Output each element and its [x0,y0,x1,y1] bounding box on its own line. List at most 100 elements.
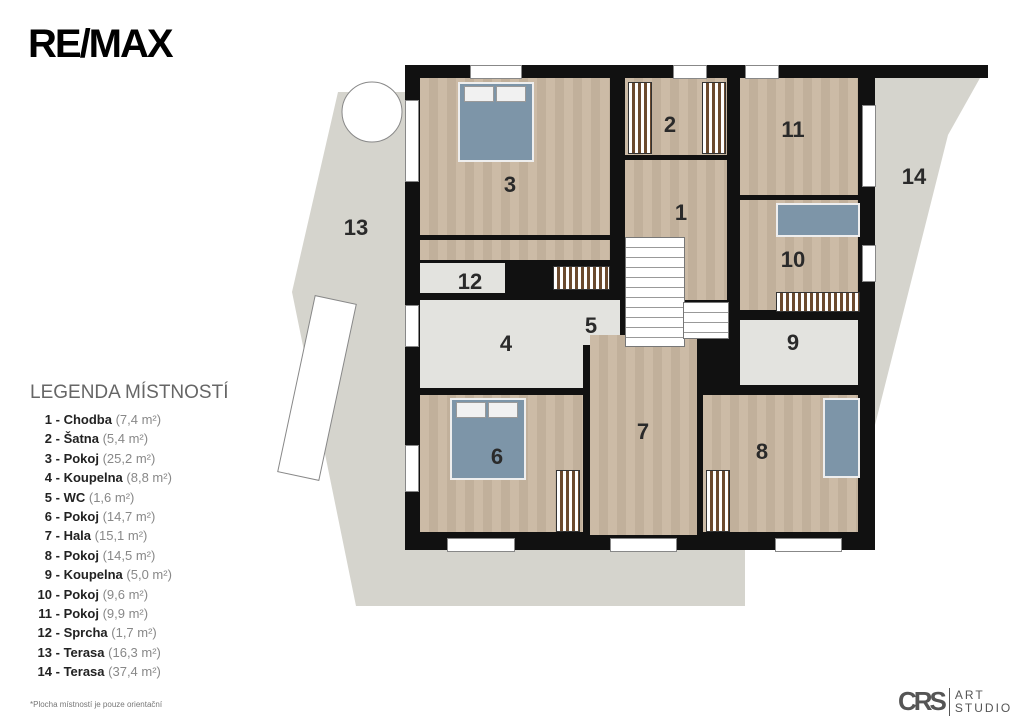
room-hall-strip [420,240,610,260]
legend-room-name: Pokoj [63,509,99,525]
legend-room-name: Šatna [63,431,99,447]
legend-number: 10 [37,586,52,602]
room-number: 6 [490,444,504,469]
legend-area: (14,5 m²) [102,547,156,563]
legend-room-name: Terasa [63,644,105,660]
wardrobe [776,292,860,312]
legend-item: 10 - Pokoj (9,6 m²) [30,585,228,604]
window [470,65,522,79]
legend-title: LEGENDA MÍSTNOSTÍ [30,382,229,403]
window [673,65,707,79]
legend-area: (5,4 m²) [102,431,149,447]
legend-number: 8 [44,547,52,563]
window [405,445,419,492]
room-legend: LEGENDA MÍSTNOSTÍ 1 - Chodba (7,4 m²)2 -… [30,382,228,682]
legend-item: 9 - Koupelna (5,0 m²) [30,565,228,584]
wardrobe [556,470,580,532]
legend-room-name: Chodba [63,412,112,427]
room-number: 10 [780,247,806,272]
legend-area: (14,7 m²) [102,509,156,525]
legend-number: 2 [44,431,52,447]
legend-number: 6 [44,509,52,525]
pillow [464,86,494,102]
legend-item: 12 - Sprcha (1,7 m²) [30,623,228,642]
bed-room-8 [823,398,860,478]
legend-room-name: Pokoj [63,606,99,622]
legend-item: 5 - WC (1,6 m²) [30,488,228,507]
terrace-13-area [292,92,745,606]
legend-item: 14 - Terasa (37,4 m²) [30,662,228,681]
legend-item: 3 - Pokoj (25,2 m²) [30,449,228,468]
studio-mark: CRS [898,686,947,716]
legend-room-name: Hala [63,528,92,544]
pillow [488,402,518,418]
legend-number: 4 [44,470,52,486]
staircase-lower [683,302,729,339]
room-number: 8 [755,439,769,464]
legend-room-name: Koupelna [63,567,123,583]
legend-area: (25,2 m²) [102,450,156,466]
window [405,100,419,182]
legend-number: 13 [37,644,52,660]
window [862,245,876,282]
room-number: 2 [663,112,677,137]
room-number: 4 [499,331,513,356]
legend-area: (9,9 m²) [102,606,149,622]
top-wall-extension [875,65,988,78]
window [447,538,515,552]
legend-area: (8,8 m²) [126,470,172,486]
wardrobe [628,82,652,154]
pillow [496,86,526,102]
terrace-14-area [875,78,980,425]
legend-item: 7 - Hala (15,1 m²) [30,526,228,545]
studio-line2: STUDIO [954,700,1013,715]
room-number: 7 [636,419,650,444]
legend-area: (5,0 m²) [126,567,172,583]
room-12 [420,263,505,293]
legend-number: 11 [38,606,52,622]
wardrobe [706,470,730,532]
remax-logo: RE/MAX [28,22,174,66]
legend-item: 1 - Chodba (7,4 m²) [30,410,228,429]
legend-room-name: Koupelna [63,470,123,486]
room-number: 9 [786,330,800,355]
legend-number: 12 [37,625,52,641]
legend-number: 1 [44,412,52,427]
bed-room-10 [776,203,860,237]
room-4 [420,300,583,388]
legend-item: 8 - Pokoj (14,5 m²) [30,546,228,565]
exterior-stairs [277,295,357,481]
window [775,538,842,552]
legend-area: (16,3 m²) [108,644,161,660]
room-number: 13 [343,215,369,240]
pillow [456,402,486,418]
wardrobe [702,82,726,154]
legend-number: 5 [44,489,52,505]
window [745,65,779,79]
legend-room-name: Terasa [63,664,105,680]
window [405,305,419,347]
staircase [625,237,685,347]
spiral-staircase [341,81,403,143]
legend-room-name: Pokoj [63,586,99,602]
legend-room-name: Pokoj [63,547,99,563]
legend-number: 9 [44,567,52,583]
legend-item: 4 - Koupelna (8,8 m²) [30,468,228,487]
wardrobe [553,266,610,290]
room-number: 14 [901,164,927,189]
legend-item: 11 - Pokoj (9,9 m²) [30,604,228,623]
legend-number: 3 [44,450,52,466]
legend-area: (9,6 m²) [102,586,149,602]
legend-area: (7,4 m²) [115,412,162,427]
room-number: 5 [584,313,598,338]
legend-item: 13 - Terasa (16,3 m²) [30,643,228,662]
legend-area: (15,1 m²) [94,528,148,544]
room-number: 3 [503,172,517,197]
legend-number: 7 [44,528,52,544]
room-number: 12 [457,269,483,294]
divider [948,687,950,716]
legend-room-name: WC [63,489,86,505]
legend-area: (37,4 m²) [108,664,161,680]
window [610,538,677,552]
